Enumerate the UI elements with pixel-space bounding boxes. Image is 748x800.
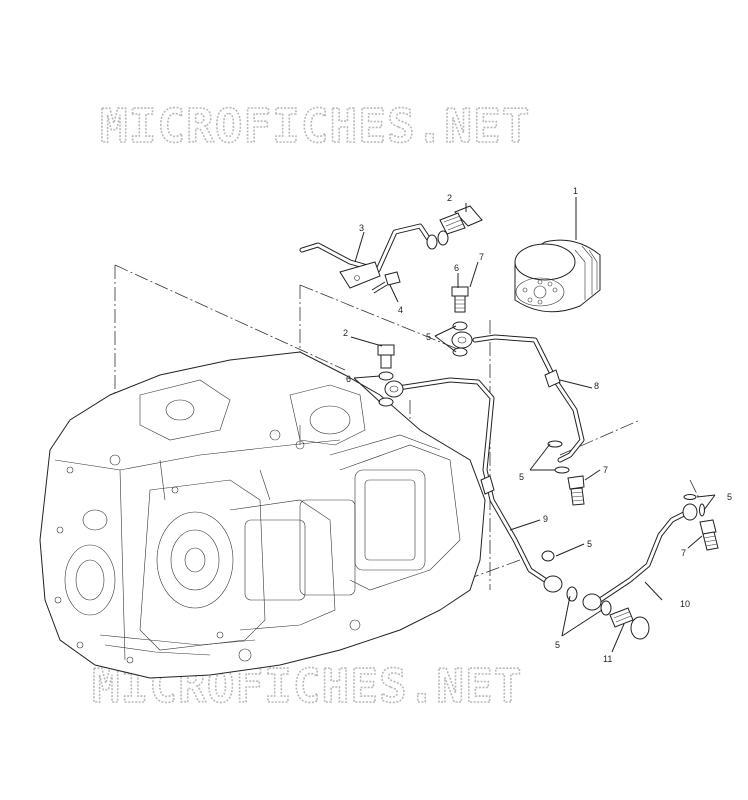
union-bolt-middle [567,475,585,506]
bracket-bolt [371,271,401,294]
union-bolt-left [377,344,395,407]
callout-6-top: 6 [454,263,459,273]
callout-11: 11 [603,654,612,664]
callout-7-mid: 7 [603,465,608,475]
callout-7-right: 7 [681,548,686,558]
callout-4: 4 [398,305,403,315]
callout-labels: 1 2 3 4 6 7 5 2 6 8 5 7 9 5 5 7 10 5 11 [343,186,732,664]
bolt-11 [609,607,650,640]
callout-5-mid: 5 [519,472,524,482]
union-bolt-upper [451,286,469,357]
oil-pipe-9 [384,377,563,593]
callout-10: 10 [680,599,690,609]
callout-1: 1 [573,186,578,196]
banjo-bolt-top [439,205,483,235]
callout-5-top: 5 [426,332,431,342]
top-washers [426,230,449,250]
callout-5-right: 5 [587,539,592,549]
union-bolt-right [699,519,719,551]
callout-3: 3 [359,223,364,233]
oil-pipe-8 [451,331,585,474]
leader-lines [350,197,716,653]
callout-8: 8 [594,381,599,391]
oil-pipe-10 [582,494,705,611]
watermark-top: MICROFICHES.NET [100,99,530,153]
lower-washers [566,586,612,616]
callout-7-top: 7 [479,252,484,262]
engine-crankcase [39,351,486,679]
oil-filter [514,239,601,313]
callout-2-mid: 2 [343,328,348,338]
callout-5-far-right: 5 [727,492,732,502]
callout-5-bottom: 5 [555,640,560,650]
callout-6-mid: 6 [346,374,351,384]
callout-2-top: 2 [447,193,452,203]
breather-tube [299,223,431,289]
callout-9: 9 [543,514,548,524]
